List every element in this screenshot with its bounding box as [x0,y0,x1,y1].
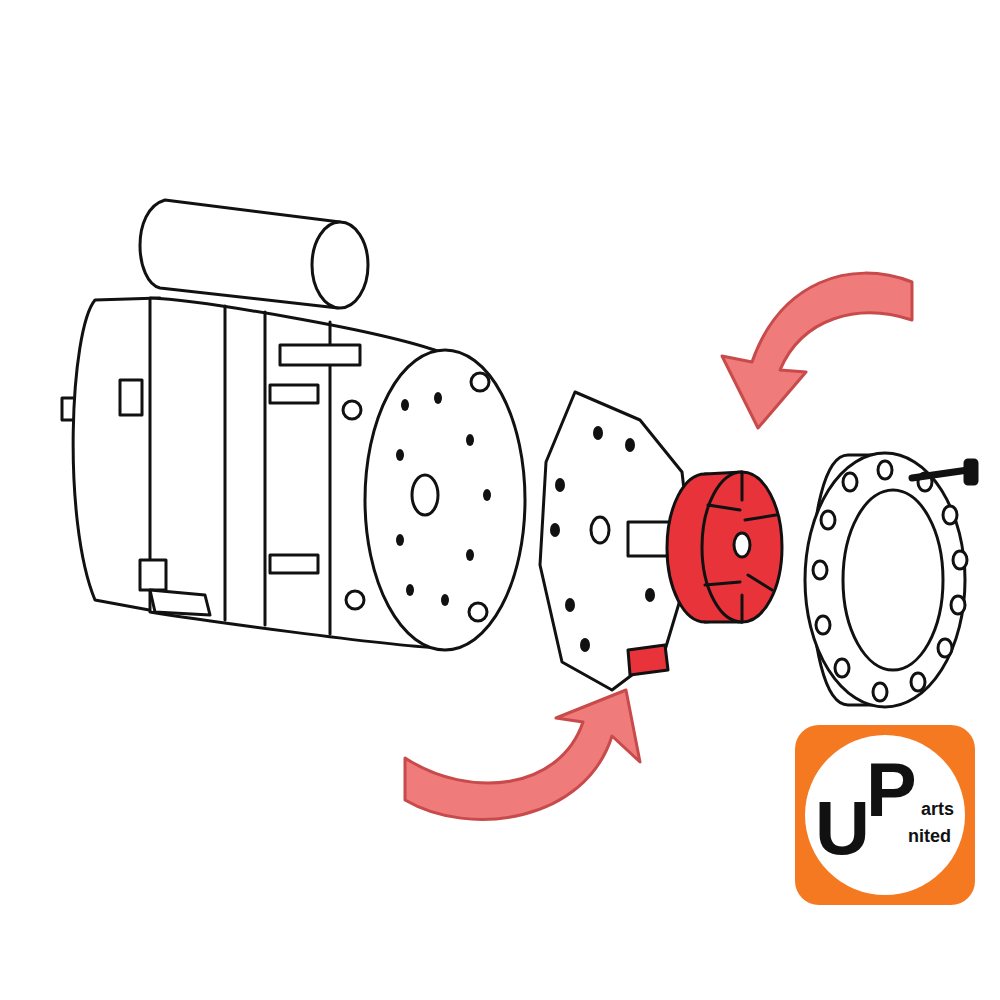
logo-text: arts [921,800,954,818]
logo-text: P [866,752,917,828]
logo-text: nited [908,827,951,845]
logo-badge [795,725,975,905]
logo-text: U [815,790,870,866]
